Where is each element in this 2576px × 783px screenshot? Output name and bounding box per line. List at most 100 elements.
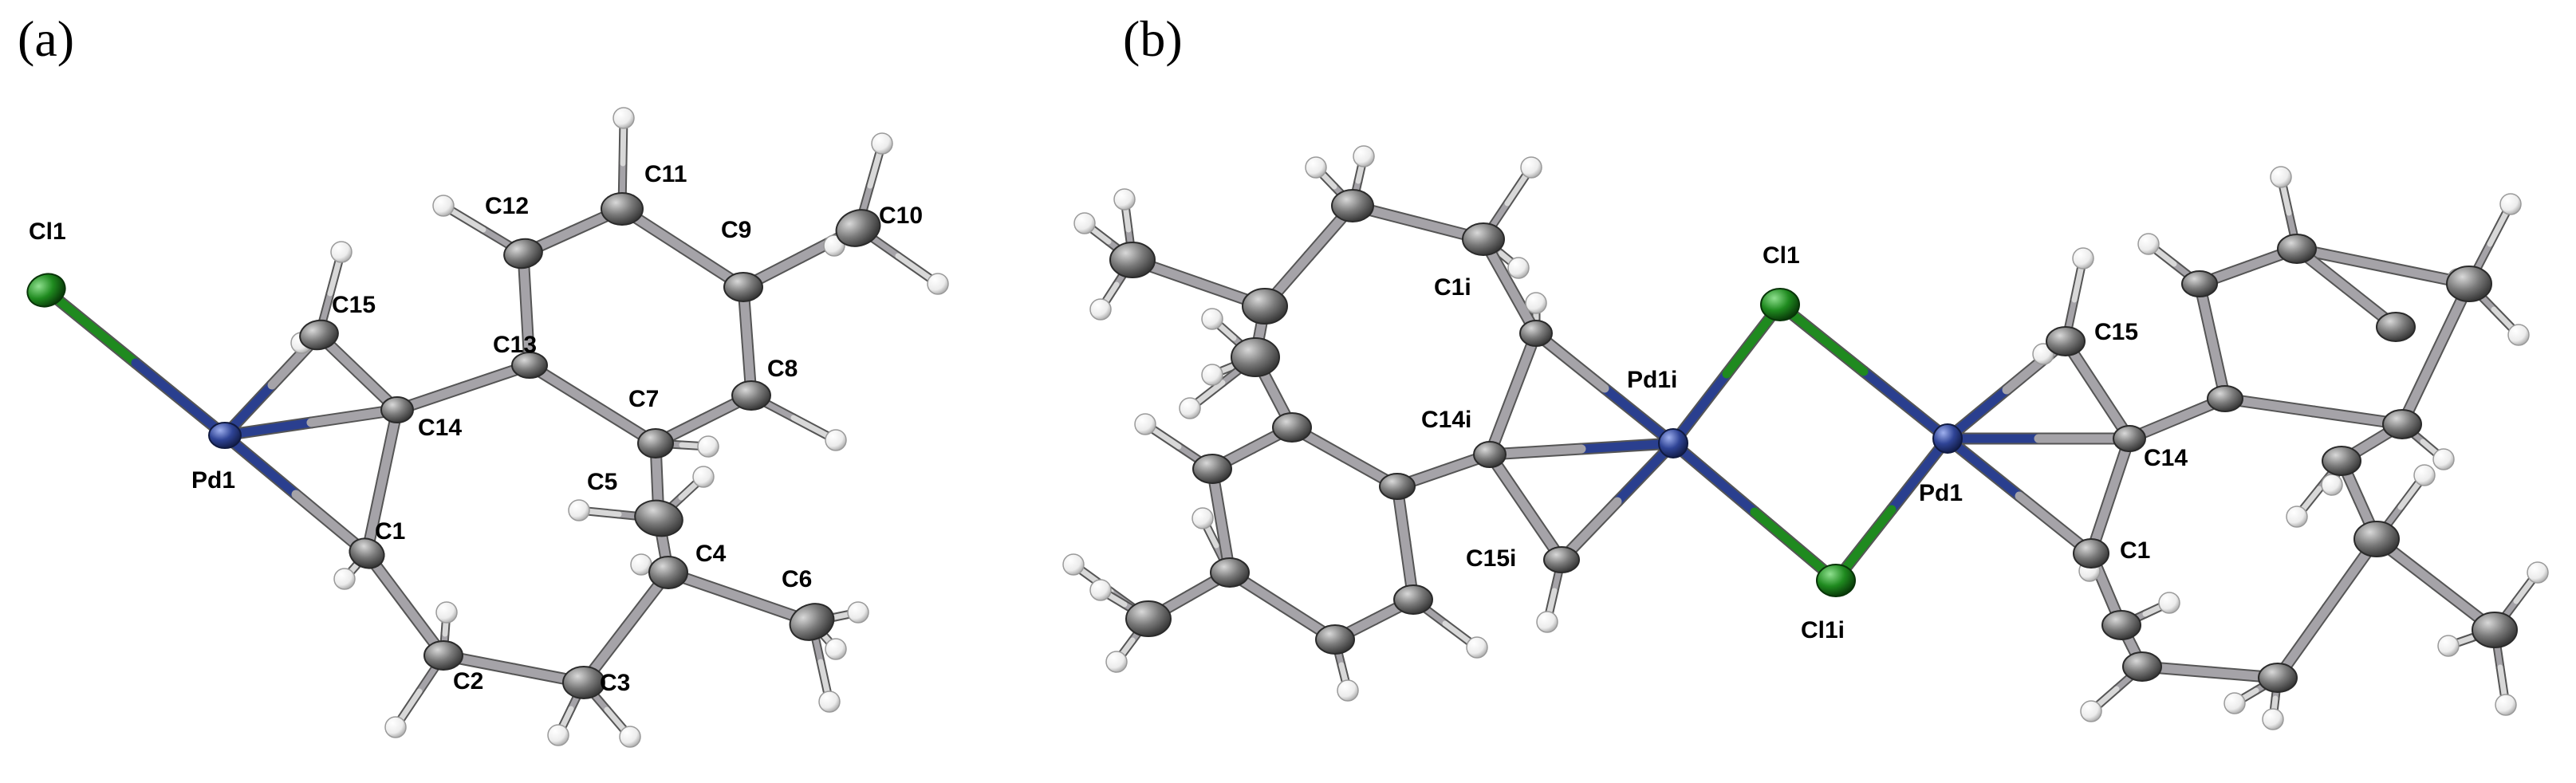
bond-cl1-pd1 xyxy=(40,284,231,442)
bond-r5-r1 xyxy=(2219,392,2409,431)
atom-c15 xyxy=(2046,326,2086,356)
atom-label-c9: C9 xyxy=(721,217,751,243)
hydrogen-atom xyxy=(692,466,715,488)
atom-label-c1: C1 xyxy=(375,518,405,545)
atom-c1 xyxy=(2073,538,2109,569)
atom-l6 xyxy=(1272,412,1312,443)
atom-label-pd1: Pd1 xyxy=(191,467,235,494)
atom-r7 xyxy=(2353,521,2400,557)
atom-label-c14: C14 xyxy=(2144,445,2188,471)
hydrogen-atom xyxy=(2495,694,2517,716)
hydrogen-atom xyxy=(435,601,458,624)
heavy-atoms xyxy=(26,192,881,699)
bond-r4-r5 xyxy=(2396,277,2476,431)
hydrogen-atom xyxy=(871,132,893,155)
atom-pd1 xyxy=(1932,423,1963,454)
hydrogen-atom xyxy=(2507,324,2530,346)
atom-label-cl1: Cl1 xyxy=(29,218,66,245)
hydrogen-atom xyxy=(2321,474,2343,496)
atom-label-c12: C12 xyxy=(485,193,529,219)
atom-l10 xyxy=(1210,557,1250,588)
bond-l7-l8 xyxy=(1391,480,1420,606)
atom-cl1 xyxy=(26,273,66,308)
hydrogen-atom xyxy=(1466,636,1488,659)
atom-label-c2: C2 xyxy=(453,668,483,694)
atom-label-c5: C5 xyxy=(587,469,617,495)
atom-cl1i xyxy=(1816,564,1856,597)
hydrogen-atom xyxy=(1525,292,1547,314)
atom-r5 xyxy=(2382,409,2422,439)
hydrogen-atom xyxy=(1507,257,1530,279)
atom-l11 xyxy=(1192,454,1232,484)
hydrogen-atom xyxy=(547,724,569,746)
atom-label-c10: C10 xyxy=(879,203,923,229)
atom-c10 xyxy=(835,209,881,247)
bond-c2-c1 xyxy=(360,547,450,662)
hydrogen-atoms xyxy=(1062,145,2549,730)
hydrogen-atom xyxy=(2072,247,2094,270)
hydrogen-atom xyxy=(2137,233,2160,255)
hydrogen-atom xyxy=(1113,188,1136,211)
hydrogen-atom xyxy=(2286,506,2308,528)
hydrogen-atom xyxy=(1353,145,1375,167)
hydrogen-atom xyxy=(1191,507,1214,529)
hydrogen-atom xyxy=(2413,464,2436,486)
bond-l9-l10 xyxy=(1223,566,1341,646)
heavy-atoms xyxy=(1109,189,2518,693)
bond-c14-c13 xyxy=(391,359,536,416)
bond-pd1-cl1 xyxy=(1774,298,1954,445)
bond-r7-r8 xyxy=(2370,533,2501,636)
hydrogen-atom xyxy=(2223,692,2246,714)
atom-r2 xyxy=(2181,270,2218,297)
atom-l9 xyxy=(1315,624,1355,655)
atom-label-c15: C15 xyxy=(2094,319,2138,345)
atom-l8 xyxy=(1393,584,1433,615)
hydrogen-atom xyxy=(1073,212,1096,234)
atom-c7 xyxy=(637,428,674,458)
atom-c5 xyxy=(634,499,683,537)
atom-l2 xyxy=(1331,189,1374,222)
bond-pd1i-c15i xyxy=(1555,437,1680,566)
bond-r7-r9 xyxy=(2271,533,2383,684)
atom-label-pd1: Pd1 xyxy=(1919,480,1963,506)
atom-label-c6: C6 xyxy=(782,566,812,592)
atom-c15i xyxy=(1543,546,1580,573)
hydrogen-atom xyxy=(1089,298,1112,321)
bond-c15-c14 xyxy=(2059,335,2136,445)
atom-label-c8: C8 xyxy=(767,356,798,382)
atom-labels: Cl1Pd1C15C14C1C13C12C11C9C10C8C7C5C4C6C3… xyxy=(29,161,923,696)
bond-r1-r2 xyxy=(2193,277,2231,405)
atom-c14i xyxy=(1473,441,1507,468)
hydrogen-atom xyxy=(2437,635,2460,657)
hydrogen-atom xyxy=(333,568,356,590)
atom-label-c7: C7 xyxy=(628,386,659,412)
atom-c14 xyxy=(380,396,414,423)
bond-c9-c8 xyxy=(737,281,758,402)
atom-label-c14i: C14i xyxy=(1421,407,1471,433)
hydrogen-atom xyxy=(330,241,353,263)
hydrogen-atom xyxy=(1305,156,1327,179)
bonds xyxy=(1126,199,2501,684)
atom-c15 xyxy=(299,319,339,351)
atom-label-c3: C3 xyxy=(600,670,630,696)
bond-pd1-c1 xyxy=(1941,432,2097,560)
panel-a-label: (a) xyxy=(18,10,74,67)
atom-l12 xyxy=(1125,600,1172,637)
atom-r11 xyxy=(2101,610,2141,640)
atom-label-c15: C15 xyxy=(332,292,376,318)
hydrogen-atom xyxy=(2527,561,2549,584)
atom-c1 xyxy=(349,537,385,569)
hydrogen-atom xyxy=(1520,156,1542,179)
atom-label-cl1i: Cl1i xyxy=(1801,617,1845,643)
atom-r8 xyxy=(2472,612,2518,648)
atom-c2 xyxy=(423,640,463,671)
atom-r6 xyxy=(2322,446,2361,476)
hydrogen-atom xyxy=(432,195,455,217)
atom-label-c14: C14 xyxy=(418,415,462,441)
atom-l3 xyxy=(1242,288,1288,325)
hydrogen-atom xyxy=(825,429,847,451)
hydrogen-atom xyxy=(825,638,847,660)
atom-label-c11: C11 xyxy=(644,161,687,187)
